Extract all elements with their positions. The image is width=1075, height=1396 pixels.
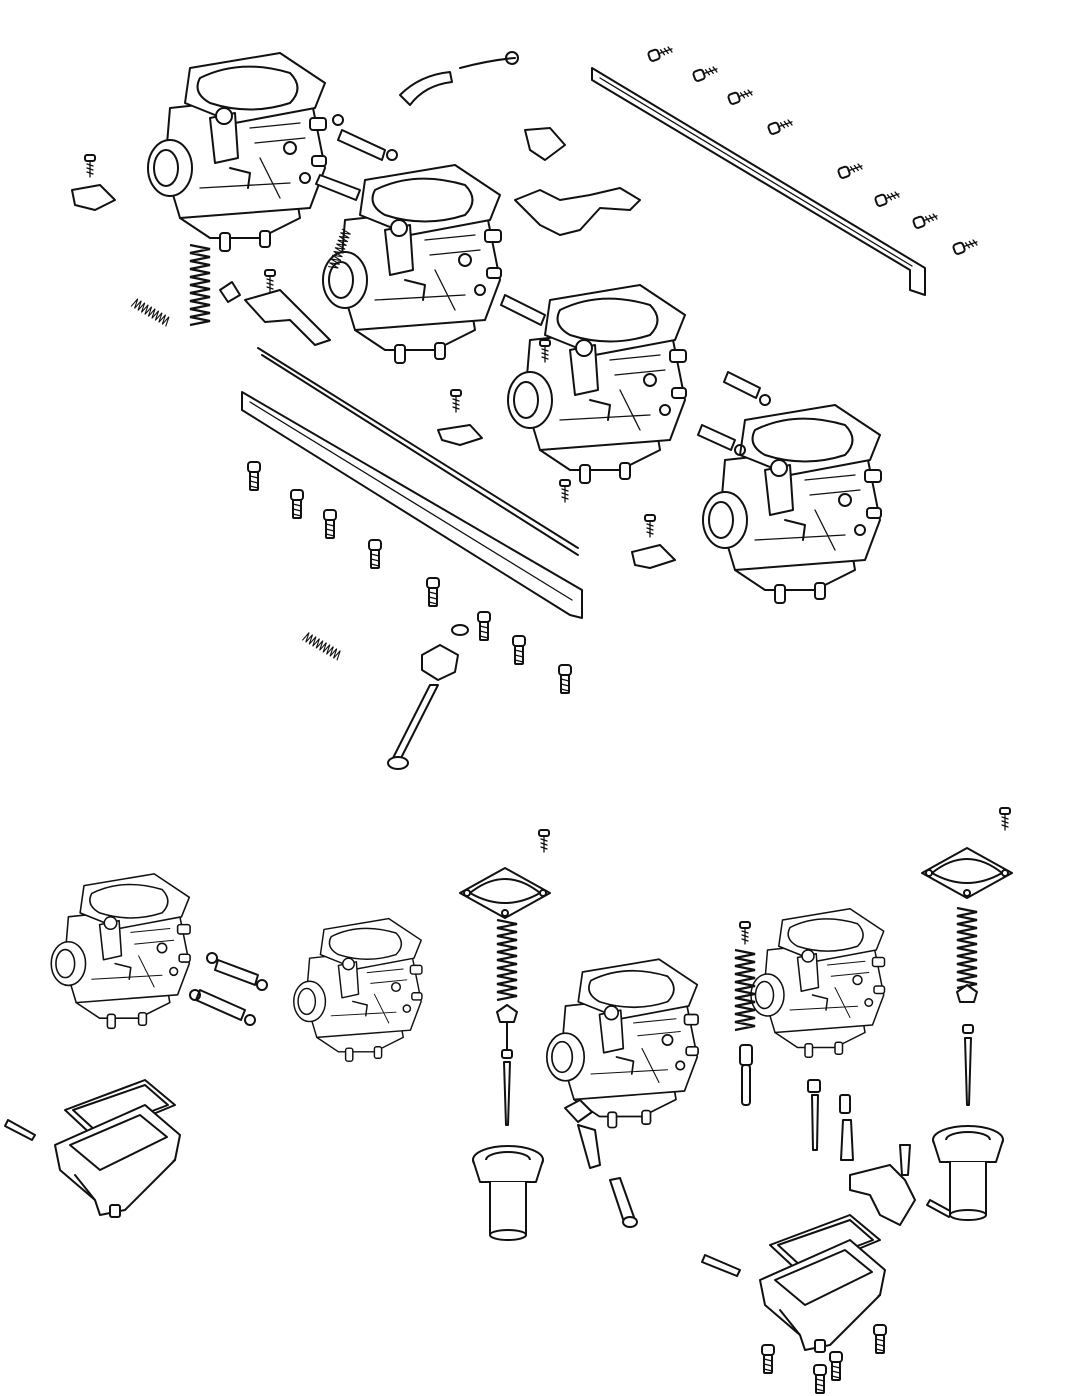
breakdown-carb-2 (293, 917, 423, 1062)
carburetor-4 (702, 404, 882, 604)
front-mounting-plate (241, 347, 583, 619)
vacuum-assembly-2 (921, 807, 1013, 1221)
rear-plate-screws (646, 43, 980, 256)
throttle-stop-screw (327, 228, 469, 770)
breakdown-pipes (189, 952, 268, 1026)
vacuum-assembly-1 (459, 829, 551, 1241)
throttle-links (71, 127, 676, 569)
carburetor-1 (147, 52, 327, 252)
float-chamber-left (54, 1079, 181, 1218)
breakdown-carb-1 (50, 873, 191, 1030)
rear-mounting-plate (591, 67, 926, 296)
jets-and-screws (564, 921, 916, 1228)
drain-screws (4, 1119, 953, 1277)
float-chamber-right (759, 1214, 886, 1353)
fuel-pipe (399, 51, 519, 106)
carburetor-breakdown (4, 807, 1013, 1394)
breakdown-carb-3 (545, 958, 699, 1129)
connecting-pipes (315, 114, 771, 456)
carburetor-assembly (71, 43, 980, 770)
breakdown-carb-4 (750, 908, 886, 1058)
